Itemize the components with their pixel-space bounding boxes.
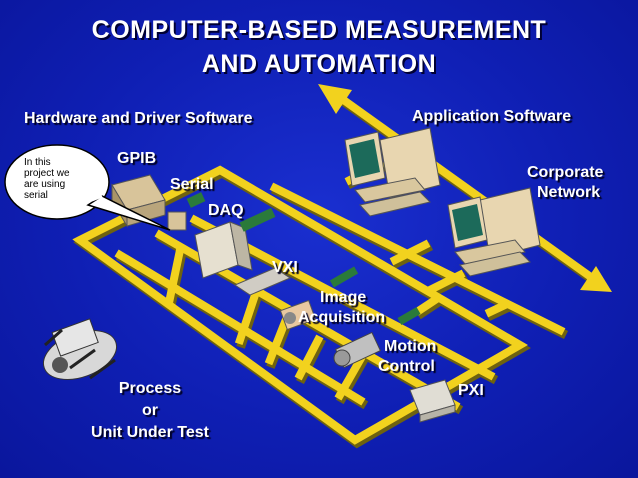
serial-label: Serial (170, 176, 214, 193)
callout-line-4: serial (24, 190, 48, 201)
daq-device-icon (194, 207, 276, 279)
callout-line-1: In this (24, 157, 51, 168)
process-label-3: Unit Under Test (91, 424, 209, 441)
callout-line-2: project we (24, 168, 70, 179)
motion-label-1: Motion (384, 338, 437, 355)
corporate-label-2: Network (537, 184, 601, 201)
image-label-2: Acquisition (298, 309, 386, 326)
image-label-1: Image (320, 289, 367, 306)
vxi-label: VXI (272, 259, 298, 276)
hardware-label: Hardware and Driver Software (24, 110, 253, 127)
serial-device-icon (167, 192, 206, 231)
callout-text: In this project we are using serial (24, 157, 84, 201)
daq-label: DAQ (208, 202, 244, 219)
callout-line-3: are using (24, 179, 66, 190)
pxi-label: PXI (458, 382, 484, 399)
process-label-1: Process (118, 380, 182, 397)
application-computer-icon (344, 127, 441, 217)
image-acquisition-icon (279, 266, 421, 331)
vxi-device-icon (233, 267, 292, 296)
corporate-label-1: Corporate (527, 164, 604, 181)
motion-control-icon (333, 331, 382, 369)
motion-label-2: Control (378, 358, 435, 375)
engine-unit-icon (43, 318, 117, 380)
callout-bubble (4, 144, 171, 231)
gpib-label: GPIB (117, 150, 157, 167)
network-arrow (318, 84, 612, 292)
corporate-computer-icon (447, 187, 541, 277)
pxi-device-icon (409, 379, 456, 423)
application-label: Application Software (412, 108, 572, 125)
title-line-2: AND AUTOMATION (201, 50, 437, 78)
process-label-2: or (142, 402, 158, 419)
title-line-1: COMPUTER-BASED MEASUREMENT (91, 16, 547, 44)
